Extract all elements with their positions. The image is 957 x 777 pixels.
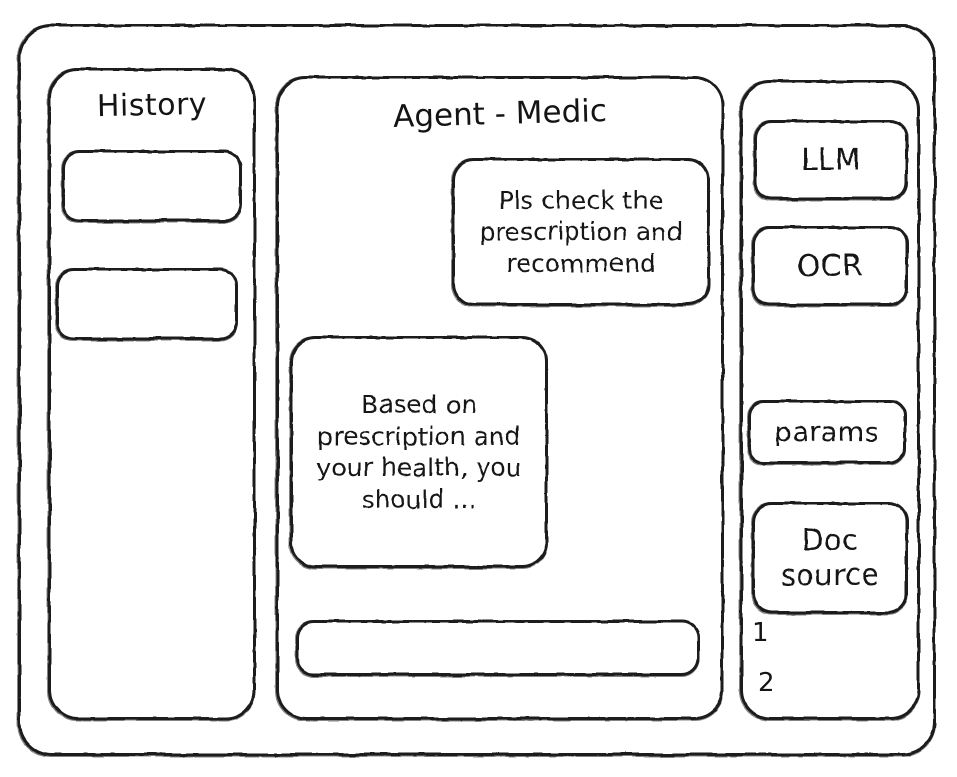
doc-source-line-2: source xyxy=(780,558,880,592)
doc-source-marker-1: 1 xyxy=(752,618,769,648)
tool-button-doc-source[interactable]: Doc source xyxy=(751,502,908,615)
tool-button-ocr[interactable]: OCR xyxy=(751,226,908,307)
tool-button-llm[interactable]: LLM xyxy=(753,120,908,201)
history-panel-title: History xyxy=(96,86,208,125)
tool-button-params[interactable]: params xyxy=(747,400,906,465)
user-message-bubble: Pls check the prescription and recommend xyxy=(451,158,710,307)
doc-source-marker-2: 2 xyxy=(758,668,775,698)
message-composer-input[interactable] xyxy=(295,620,700,677)
doc-source-line-1: Doc xyxy=(801,523,859,558)
agent-message-bubble: Based on prescription and your health, y… xyxy=(289,336,548,569)
history-list-item[interactable] xyxy=(55,268,238,341)
history-list-item[interactable] xyxy=(61,150,242,223)
